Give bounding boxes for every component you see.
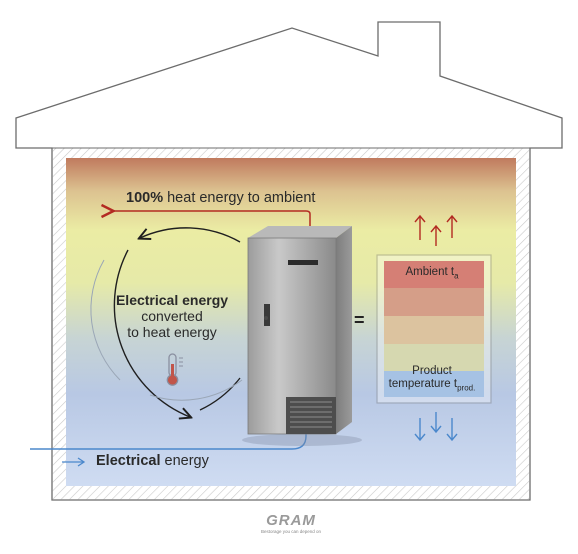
band-3 — [384, 316, 484, 344]
band-4 — [384, 344, 484, 371]
heat-flow-arrow — [112, 211, 311, 228]
electrical-energy-label: Electrical energy — [96, 453, 209, 469]
control-display — [288, 260, 318, 265]
heat-energy-label: 100% heat energy to ambient — [126, 190, 316, 206]
band-2 — [384, 288, 484, 316]
gram-logo: GRAM — [266, 512, 316, 529]
conversion-cycle-arrows — [90, 227, 243, 417]
cold-down-arrows — [414, 412, 458, 442]
product-temperature-label: Product temperature tprod. — [388, 365, 476, 393]
electrical-input-line — [30, 432, 307, 467]
thermometer-icon — [166, 353, 183, 386]
heat-up-arrows — [414, 214, 458, 246]
refrigerator — [242, 226, 362, 446]
brand-tagline: Bestorage you can depend on — [260, 529, 322, 534]
conversion-line-1: Electrical energy — [115, 292, 229, 308]
equals-sign: = — [354, 310, 365, 330]
conversion-line-3: to heat energy — [127, 324, 217, 340]
conversion-line-2: converted — [141, 308, 203, 324]
ambient-temperature-label: Ambient ta — [405, 266, 459, 281]
ventilation-grille — [286, 397, 336, 434]
conversion-label: Electrical energy converted to heat ener… — [108, 292, 236, 340]
band-product — [384, 371, 484, 397]
door-handle — [264, 304, 270, 326]
temperature-scale — [376, 254, 492, 404]
band-ambient — [384, 261, 484, 288]
